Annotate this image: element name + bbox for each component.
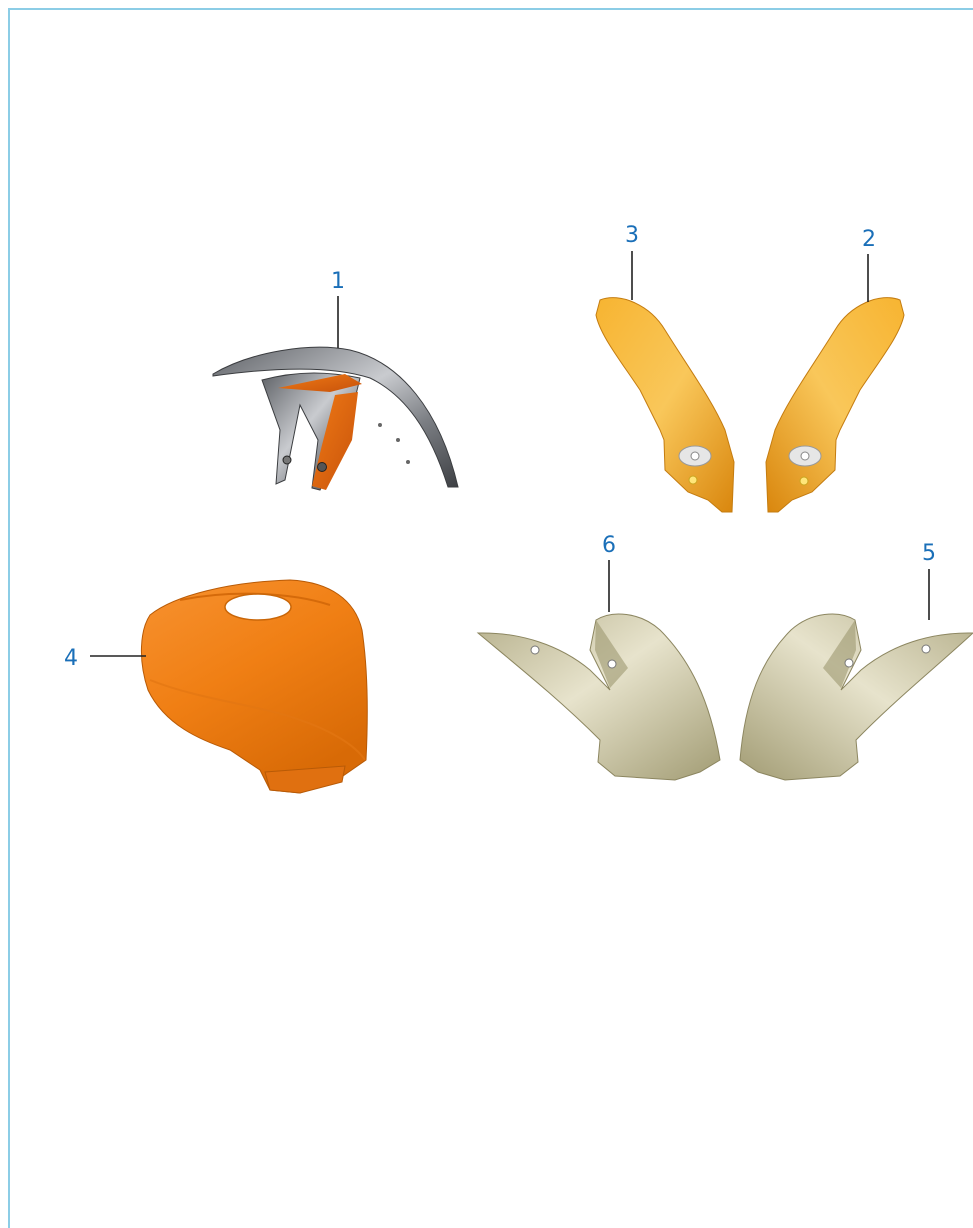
shroud-right-icon <box>740 614 973 780</box>
callout-2: 2 <box>862 227 876 252</box>
callout-5: 5 <box>922 541 936 566</box>
front-fender-icon <box>213 347 458 490</box>
side-panel-left-icon <box>596 298 734 512</box>
shroud-left-icon <box>478 614 720 780</box>
callout-3: 3 <box>625 223 639 248</box>
side-panel-right-icon <box>766 298 904 512</box>
callout-6: 6 <box>602 533 616 558</box>
callout-4: 4 <box>64 646 78 671</box>
callout-1: 1 <box>331 269 345 294</box>
fuel-tank-cover-icon <box>141 580 367 793</box>
